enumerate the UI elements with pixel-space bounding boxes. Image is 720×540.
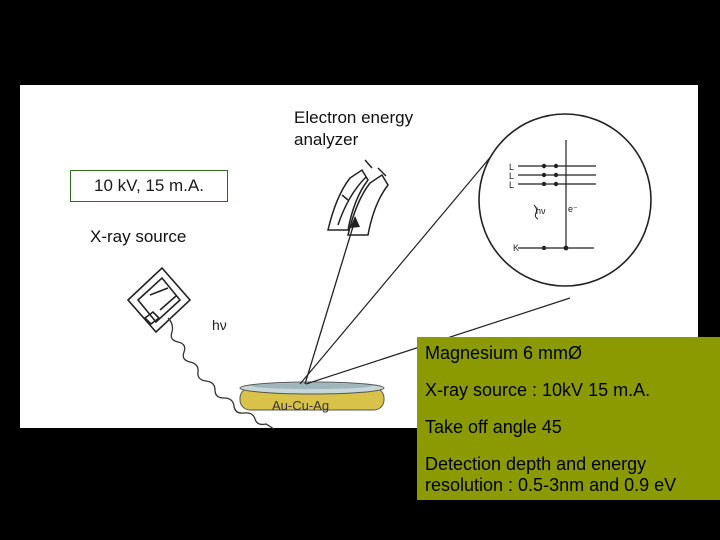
analyzer-label-line1: Electron energy [294,108,414,127]
electron-analyzer-device [327,159,389,236]
inset-electron-label: e⁻ [568,204,578,214]
spec-resolution: resolution : 0.5-3nm and 0.9 eV [425,475,677,495]
spec-box: Magnesium 6 mmØ X-ray source : 10kV 15 m… [417,337,720,500]
xray-source-device [126,266,192,334]
sample-label: Au-Cu-Ag [272,398,329,413]
analyzer-label-line2: analyzer [294,130,359,149]
level-L1-label: L [509,180,514,190]
photon-label: hν [212,317,227,333]
xray-source-label: X-ray source [90,227,186,246]
inset-photon-label: hν [536,206,546,216]
level-L3-label: L [509,162,514,172]
spec-xray-source: X-ray source : 10kV 15 m.A. [425,380,651,400]
electron-path [304,219,356,385]
level-K-label: K [513,243,519,253]
spec-magnesium: Magnesium 6 mmØ [425,343,583,363]
voltage-label: 10 kV, 15 m.A. [70,170,228,202]
level-L2-label: L [509,171,514,181]
spec-take-off-angle: Take off angle 45 [425,417,562,437]
spec-detection-depth: Detection depth and energy [425,454,647,474]
sample-holder [239,381,385,411]
photon-wave [167,317,275,430]
energy-level-inset [478,113,652,287]
